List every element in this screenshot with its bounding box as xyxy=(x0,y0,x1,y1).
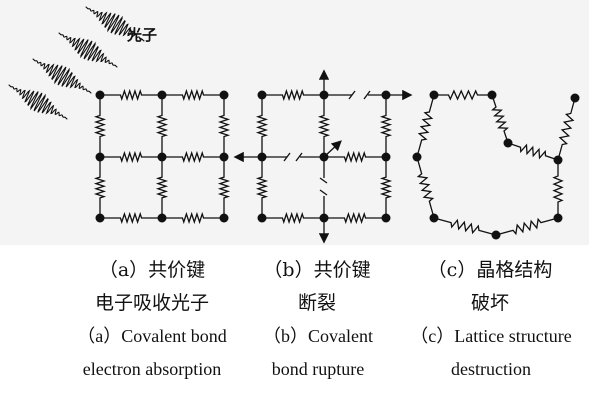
spring-bond-icon xyxy=(379,157,393,218)
caption-c-zh-line1: （c）晶格结构 xyxy=(427,259,553,281)
atom-node-icon xyxy=(219,213,229,223)
atom-node-icon xyxy=(319,213,329,223)
spring-bond-icon xyxy=(255,95,269,157)
spring-bond-icon xyxy=(491,94,509,144)
atom-node-icon xyxy=(219,90,229,100)
atom-node-icon xyxy=(257,152,267,162)
spring-bond-icon xyxy=(552,160,564,218)
spring-bond-icon xyxy=(93,157,107,218)
atom-node-icon xyxy=(319,152,329,162)
break-mark xyxy=(295,152,303,162)
spring-bond-icon xyxy=(162,150,224,164)
atom-node-icon xyxy=(381,90,391,100)
break-mark xyxy=(348,90,356,100)
spring-bond-icon xyxy=(262,211,324,225)
break-mark xyxy=(283,152,291,162)
spring-bond-icon xyxy=(262,88,324,102)
atom-node-icon xyxy=(503,138,513,148)
spring-bond-icon xyxy=(433,217,497,236)
atom-node-icon xyxy=(381,213,391,223)
atom-node-icon xyxy=(553,155,563,165)
break-mark xyxy=(319,177,328,184)
atom-node-icon xyxy=(429,213,439,223)
spring-bond-icon xyxy=(507,142,559,161)
spring-bond-icon xyxy=(155,157,169,218)
caption-area: （a）共价键 电子吸收光子 （a）Covalent bond electron … xyxy=(0,258,589,397)
photon-wave-icon xyxy=(8,84,68,120)
caption-c-zh-line2: 破坏 xyxy=(470,292,509,314)
photon-wave-icon xyxy=(85,6,145,42)
spring-bond-icon xyxy=(100,88,162,102)
caption-a-en-line2: electron absorption xyxy=(82,359,222,379)
atom-node-icon xyxy=(95,152,105,162)
panel-b-lattice xyxy=(233,69,413,244)
atom-node-icon xyxy=(429,90,439,100)
caption-b-en-line2: bond rupture xyxy=(271,359,365,379)
atom-node-icon xyxy=(95,213,105,223)
spring-bond-icon xyxy=(416,94,435,158)
caption-a-en-line1: （a）Covalent bond xyxy=(77,326,227,346)
atom-node-icon xyxy=(570,93,580,103)
atom-node-icon xyxy=(257,90,267,100)
spring-bond-icon xyxy=(217,95,231,157)
spring-bond-icon xyxy=(324,150,386,164)
atom-node-icon xyxy=(95,90,105,100)
atom-node-icon xyxy=(219,152,229,162)
spring-bond-icon xyxy=(317,95,331,157)
atom-node-icon xyxy=(157,152,167,162)
panel-c-lattice xyxy=(412,89,580,240)
photon-wave-icon xyxy=(58,32,118,68)
atom-node-icon xyxy=(257,213,267,223)
photon-label: 光子 xyxy=(126,26,157,44)
atom-node-icon xyxy=(553,213,563,223)
caption-b-zh-line2: 断裂 xyxy=(297,292,336,314)
spring-bond-icon xyxy=(495,217,559,236)
atom-node-icon xyxy=(412,152,422,162)
photon-group xyxy=(8,6,145,120)
spring-bond-icon xyxy=(416,156,435,219)
caption-c-en-line2: destruction xyxy=(451,359,531,379)
photon-wave-icon xyxy=(32,58,92,94)
atom-node-icon xyxy=(319,90,329,100)
caption-a-zh-line2: 电子吸收光子 xyxy=(94,292,209,314)
spring-bond-icon xyxy=(379,95,393,157)
atom-node-icon xyxy=(157,90,167,100)
panel-a-lattice xyxy=(93,88,231,225)
spring-bond-icon xyxy=(434,89,492,101)
caption-a-zh-line1: （a）共价键 xyxy=(98,259,206,281)
spring-bond-icon xyxy=(93,95,107,157)
spring-bond-icon xyxy=(155,95,169,157)
spring-bond-icon xyxy=(100,211,162,225)
spring-bond-icon xyxy=(162,211,224,225)
lattice-diagram: 光子 xyxy=(8,6,580,244)
break-mark xyxy=(363,90,371,100)
caption-c-en-line1: （c）Lattice structure xyxy=(410,326,572,346)
caption-b-en-line1: （b）Covalent xyxy=(263,326,373,346)
atom-node-icon xyxy=(491,230,501,240)
caption-b-zh-line1: （b）共价键 xyxy=(263,259,371,281)
break-mark xyxy=(319,189,328,196)
spring-bond-icon xyxy=(217,157,231,218)
spring-bond-icon xyxy=(162,88,224,102)
spring-bond-icon xyxy=(324,211,386,225)
atom-node-icon xyxy=(487,90,497,100)
atom-node-icon xyxy=(381,152,391,162)
atom-node-icon xyxy=(157,213,167,223)
spring-bond-icon xyxy=(557,97,576,161)
lattice-figure: 光子 xyxy=(0,0,589,245)
spring-bond-icon xyxy=(255,157,269,218)
spring-bond-icon xyxy=(100,150,162,164)
